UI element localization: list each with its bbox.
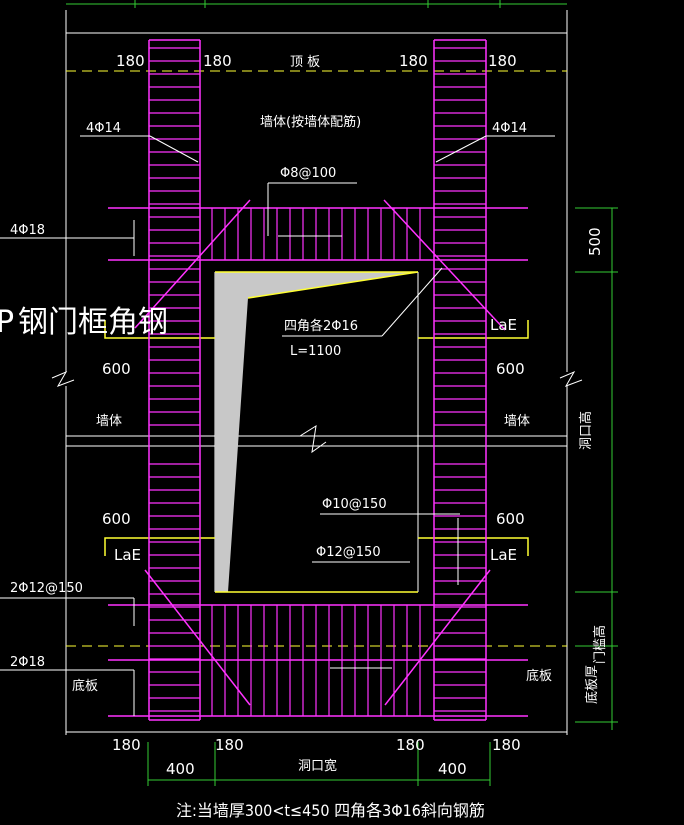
opening-height-label: 洞口高: [578, 411, 594, 450]
lae-bottom-right: LaE: [490, 546, 517, 564]
opening-width-label: 洞口宽: [298, 758, 337, 774]
dim-600-bottom-right: 600: [496, 510, 525, 528]
leader-lines: [0, 135, 555, 716]
dim-bottom-180-1: 180: [112, 736, 141, 754]
dim-600-top-right: 600: [496, 360, 525, 378]
dim-400-right: 400: [438, 760, 467, 778]
footer-note: 注:当墙厚300<t≤450 四角各3Φ16斜向钢筋: [176, 801, 485, 820]
dim-500: 500: [586, 227, 604, 256]
dim-600-top-left: 600: [102, 360, 131, 378]
threshold-height-label: 门槛高: [592, 625, 608, 664]
rebar-phi10-150: Φ10@150: [322, 497, 387, 512]
wall-label-left: 墙体: [96, 414, 122, 429]
lae-brackets: [104, 320, 529, 556]
dimension-lines: [66, 0, 618, 786]
dim-bottom-180-4: 180: [492, 736, 521, 754]
rebar-4phi14-right: 4Φ14: [492, 121, 527, 136]
bottom-slab-label-right: 底板: [526, 668, 552, 684]
dim-bottom-180-3: 180: [396, 736, 425, 754]
bottom-slab-label-left: 底板: [72, 678, 98, 694]
dim-600-bottom-left: 600: [102, 510, 131, 528]
lae-top-right: LaE: [490, 316, 517, 334]
dim-top-180-2: 180: [203, 52, 232, 70]
watermark-text: 钢门框角钢: [18, 305, 168, 340]
dim-400-left: 400: [166, 760, 195, 778]
lae-bottom-left: LaE: [114, 546, 141, 564]
door-frame-angle-steel: [215, 272, 418, 592]
dim-top-180-3: 180: [399, 52, 428, 70]
rebar-2phi12-150: 2Φ12@150: [10, 581, 83, 596]
frame-yellow-edges: [215, 271, 419, 593]
dim-top-180-4: 180: [488, 52, 517, 70]
rebar-lines: [108, 39, 528, 721]
rebar-4phi14-left: 4Φ14: [86, 121, 121, 136]
rebar-phi8-100: Φ8@100: [280, 166, 336, 181]
corner-bars-label: 四角各2Φ16: [284, 318, 358, 334]
top-slab-label: 顶 板: [290, 55, 320, 70]
rebar-phi12-150: Φ12@150: [316, 545, 381, 560]
rebar-2phi18: 2Φ18: [10, 655, 45, 670]
wall-label-right: 墙体: [504, 414, 530, 429]
dim-top-180-1: 180: [116, 52, 145, 70]
watermark-lead: P: [0, 305, 14, 340]
corner-length-label: L=1100: [290, 344, 341, 359]
stirrup-rungs: [149, 47, 486, 716]
rebar-4phi18: 4Φ18: [10, 223, 45, 238]
wall-reinforcement-note: 墙体(按墙体配筋): [260, 114, 361, 130]
bottom-slab-thickness-label: 底板厚: [584, 665, 600, 704]
dim-bottom-180-2: 180: [215, 736, 244, 754]
